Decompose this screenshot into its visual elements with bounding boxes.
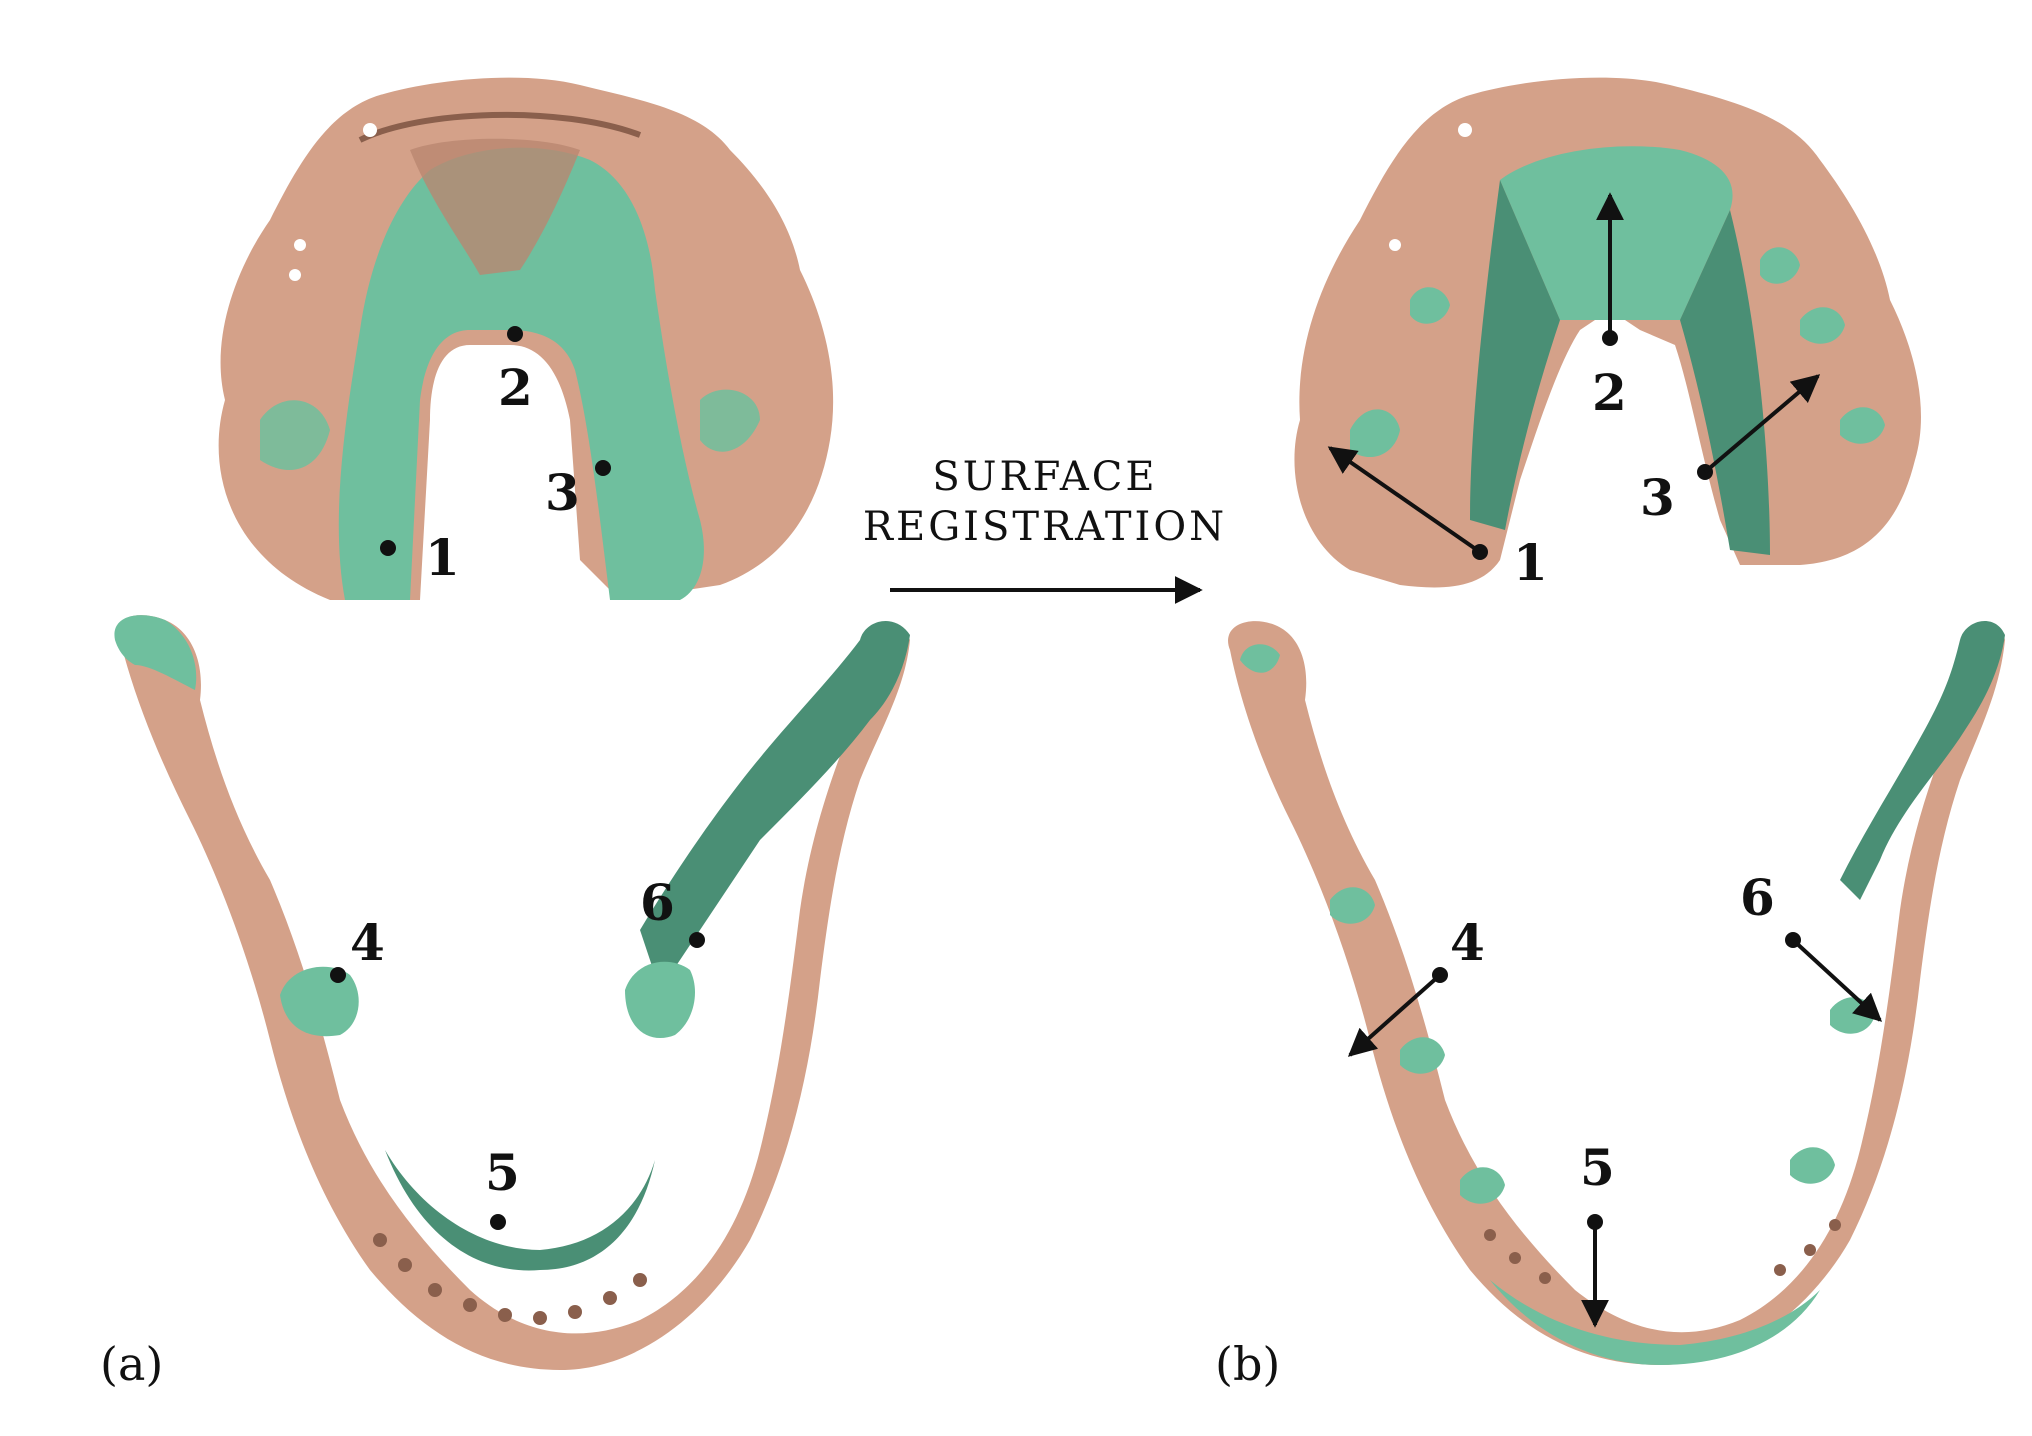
landmark-dot-5 bbox=[490, 1214, 506, 1230]
registration-arrow: SURFACE REGISTRATION bbox=[863, 454, 1227, 604]
maxilla-a-bone-patch bbox=[260, 389, 760, 470]
mandible-a-incisor-mesh bbox=[385, 1150, 655, 1271]
mandible-a-bone bbox=[118, 615, 911, 1370]
panel-label-a: (a) bbox=[100, 1337, 163, 1391]
landmark-label-b-4: 4 bbox=[1450, 913, 1485, 972]
landmark-label-5: 5 bbox=[485, 1143, 520, 1202]
displacement-arrow-4 bbox=[1347, 973, 1442, 1057]
landmarks-a: 1 2 3 4 5 6 bbox=[330, 326, 705, 1230]
mandible-a-right-ramus-mesh bbox=[640, 621, 910, 990]
maxilla-b bbox=[1294, 77, 1921, 588]
panel-a: 1 2 3 4 5 6 (a) bbox=[100, 77, 911, 1391]
landmark-label-3: 3 bbox=[545, 463, 580, 522]
landmarks-b: 1 2 3 4 5 6 bbox=[1327, 192, 1883, 1328]
mandible-b-chin-mesh bbox=[1490, 1280, 1820, 1365]
maxilla-a-palate-mesh bbox=[338, 147, 704, 600]
mandible-a bbox=[114, 615, 911, 1370]
landmark-label-1: 1 bbox=[425, 528, 460, 587]
mandible-a-left-molar-mesh bbox=[280, 966, 359, 1037]
landmark-dot-3 bbox=[595, 460, 611, 476]
maxilla-b-palate-mesh bbox=[1500, 146, 1733, 320]
mandible-b-bone bbox=[1228, 621, 2005, 1365]
maxilla-b-right-wall-mesh bbox=[1680, 210, 1770, 555]
displacement-arrow-3 bbox=[1703, 374, 1821, 474]
landmark-label-2: 2 bbox=[498, 358, 533, 417]
mandible-a-right-molar-mesh bbox=[625, 961, 695, 1038]
landmark-label-b-2: 2 bbox=[1592, 363, 1627, 422]
landmark-dot-1 bbox=[380, 540, 396, 556]
panel-b: 1 2 3 4 5 6 (b) bbox=[1215, 77, 2005, 1391]
landmark-label-4: 4 bbox=[350, 913, 385, 972]
displacement-arrow-6 bbox=[1791, 938, 1883, 1022]
landmark-dot-4 bbox=[330, 967, 346, 983]
landmark-label-b-3: 3 bbox=[1640, 468, 1675, 527]
panel-label-b: (b) bbox=[1215, 1337, 1280, 1391]
mandible-b bbox=[1228, 621, 2005, 1365]
mandible-b-holes bbox=[1484, 1219, 1841, 1284]
mandible-a-left-ramus-mesh bbox=[114, 615, 197, 690]
mandible-b-mesh-blotches bbox=[1240, 644, 1875, 1204]
landmark-label-b-1: 1 bbox=[1513, 533, 1548, 592]
registration-label-line2: REGISTRATION bbox=[863, 504, 1227, 550]
mandible-a-holes bbox=[373, 1233, 647, 1325]
mandible-b-right-ramus-mesh bbox=[1840, 621, 2005, 900]
landmark-label-b-5: 5 bbox=[1580, 1138, 1615, 1197]
registration-label-line1: SURFACE bbox=[932, 454, 1157, 500]
maxilla-b-left-wall-mesh bbox=[1470, 180, 1560, 530]
landmark-label-6: 6 bbox=[640, 873, 675, 932]
maxilla-a-palate-shade bbox=[410, 138, 580, 275]
maxilla-a-arch-edge bbox=[358, 111, 642, 143]
landmark-label-b-6: 6 bbox=[1740, 868, 1775, 927]
displacement-arrow-1 bbox=[1327, 446, 1482, 554]
maxilla-a bbox=[218, 77, 834, 600]
landmark-dot-6 bbox=[689, 932, 705, 948]
landmark-dot-2 bbox=[507, 326, 523, 342]
